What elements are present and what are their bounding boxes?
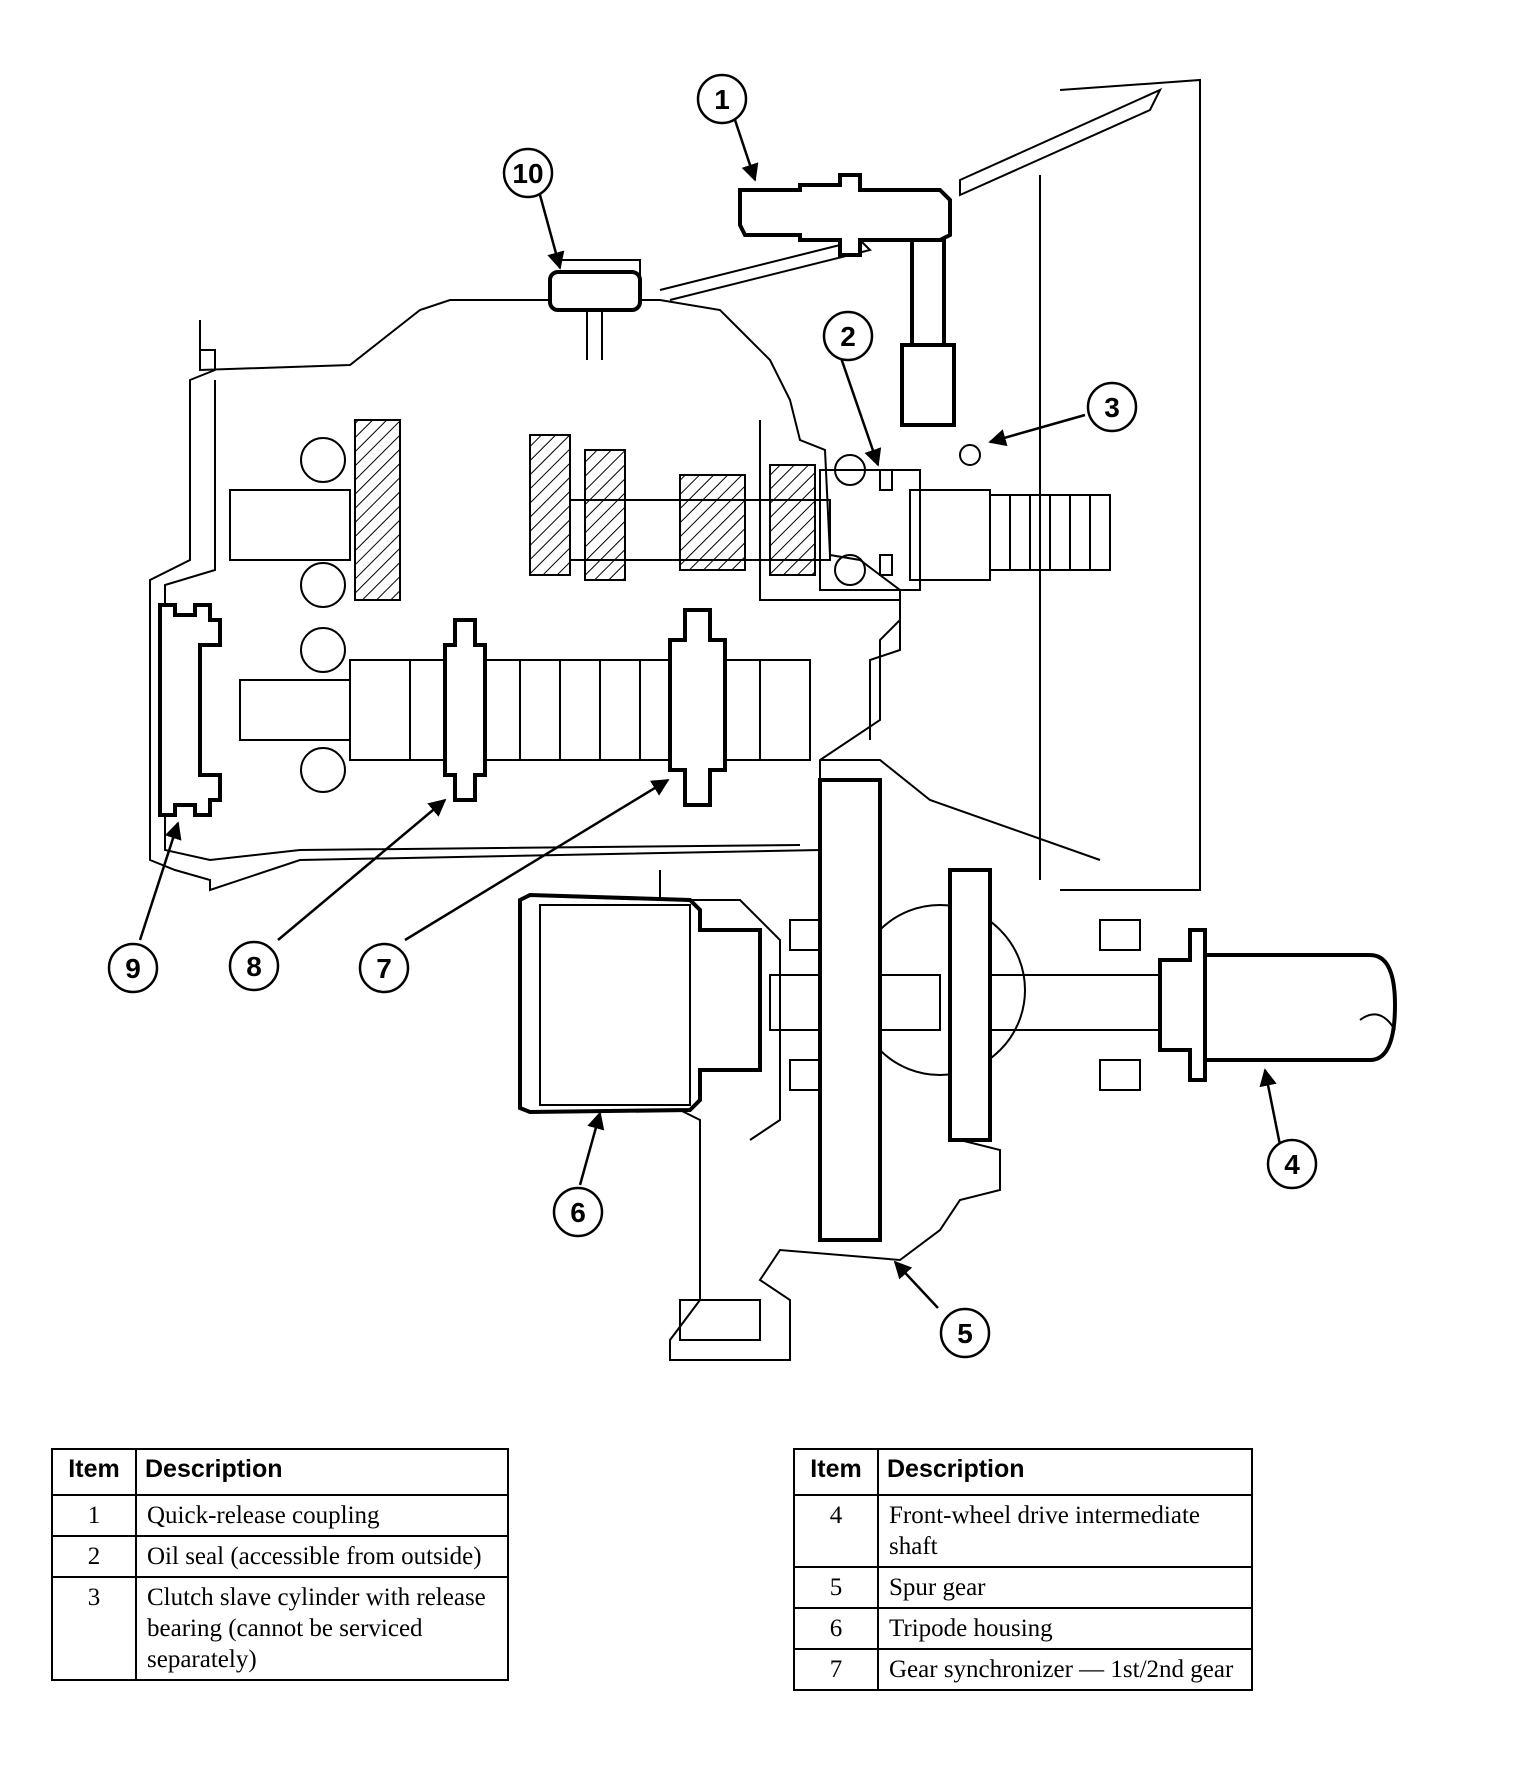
item-number: 6 [793, 1607, 879, 1650]
item-description: Tripode housing [877, 1607, 1253, 1650]
table-row: 5 Spur gear [793, 1566, 1253, 1609]
differential [518, 778, 1398, 1242]
callout-2: 2 [822, 310, 874, 362]
callout-label: 7 [376, 953, 392, 984]
synchronizers [158, 603, 727, 817]
callout-label: 3 [1104, 392, 1120, 423]
table-row: 3 Clutch slave cylinder with release bea… [51, 1576, 509, 1681]
column-header-description: Description [877, 1448, 1253, 1496]
column-header-item: Item [51, 1448, 137, 1496]
legend-table-right: Item Description 4 Front-wheel drive int… [793, 1448, 1253, 1691]
transmission-housing [149, 78, 1201, 1361]
callout-4: 4 [1266, 1138, 1318, 1190]
callout-5: 5 [939, 1307, 991, 1359]
item-description: Gear synchronizer — 1st/2nd gear [877, 1648, 1253, 1691]
callout-label: 9 [125, 953, 141, 984]
callout-label: 1 [714, 84, 730, 115]
callout-label: 2 [840, 321, 856, 352]
quick-release-coupling [738, 173, 956, 427]
item-description: Quick-release coupling [135, 1494, 509, 1537]
item-number: 4 [793, 1494, 879, 1568]
callout-label: 6 [570, 1197, 586, 1228]
item-number: 5 [793, 1566, 879, 1609]
item-description: Spur gear [877, 1566, 1253, 1609]
callout-3: 3 [1086, 381, 1138, 433]
callout-10: 10 [502, 147, 554, 199]
leader-lines [138, 119, 1282, 1309]
breather-cap [548, 270, 642, 360]
legend-table-left: Item Description 1 Quick-release couplin… [51, 1448, 509, 1681]
callout-label: 8 [246, 951, 262, 982]
item-number: 1 [51, 1494, 137, 1537]
table-row: 6 Tripode housing [793, 1607, 1253, 1650]
table-row: 2 Oil seal (accessible from outside) [51, 1535, 509, 1578]
item-description: Oil seal (accessible from outside) [135, 1535, 509, 1578]
item-number: 7 [793, 1648, 879, 1691]
callout-9: 9 [107, 942, 159, 994]
column-header-description: Description [135, 1448, 509, 1496]
callout-6: 6 [552, 1186, 604, 1238]
callout-label: 10 [512, 158, 543, 189]
item-description: Clutch slave cylinder with release beari… [135, 1576, 509, 1681]
table-row: 1 Quick-release coupling [51, 1494, 509, 1537]
callout-label: 4 [1284, 1149, 1300, 1180]
callout-7: 7 [358, 942, 410, 994]
callout-label: 5 [957, 1318, 973, 1349]
item-description: Front-wheel drive intermediate shaft [877, 1494, 1253, 1568]
item-number: 2 [51, 1535, 137, 1578]
table-row: 4 Front-wheel drive intermediate shaft [793, 1494, 1253, 1568]
transmission-cutaway-diagram: 1 2 3 4 5 6 7 8 9 10 [107, 73, 1398, 1361]
column-header-item: Item [793, 1448, 879, 1496]
callout-8: 8 [228, 940, 280, 992]
table-row: 7 Gear synchronizer — 1st/2nd gear [793, 1648, 1253, 1691]
item-number: 3 [51, 1576, 137, 1681]
callout-1: 1 [696, 73, 748, 125]
